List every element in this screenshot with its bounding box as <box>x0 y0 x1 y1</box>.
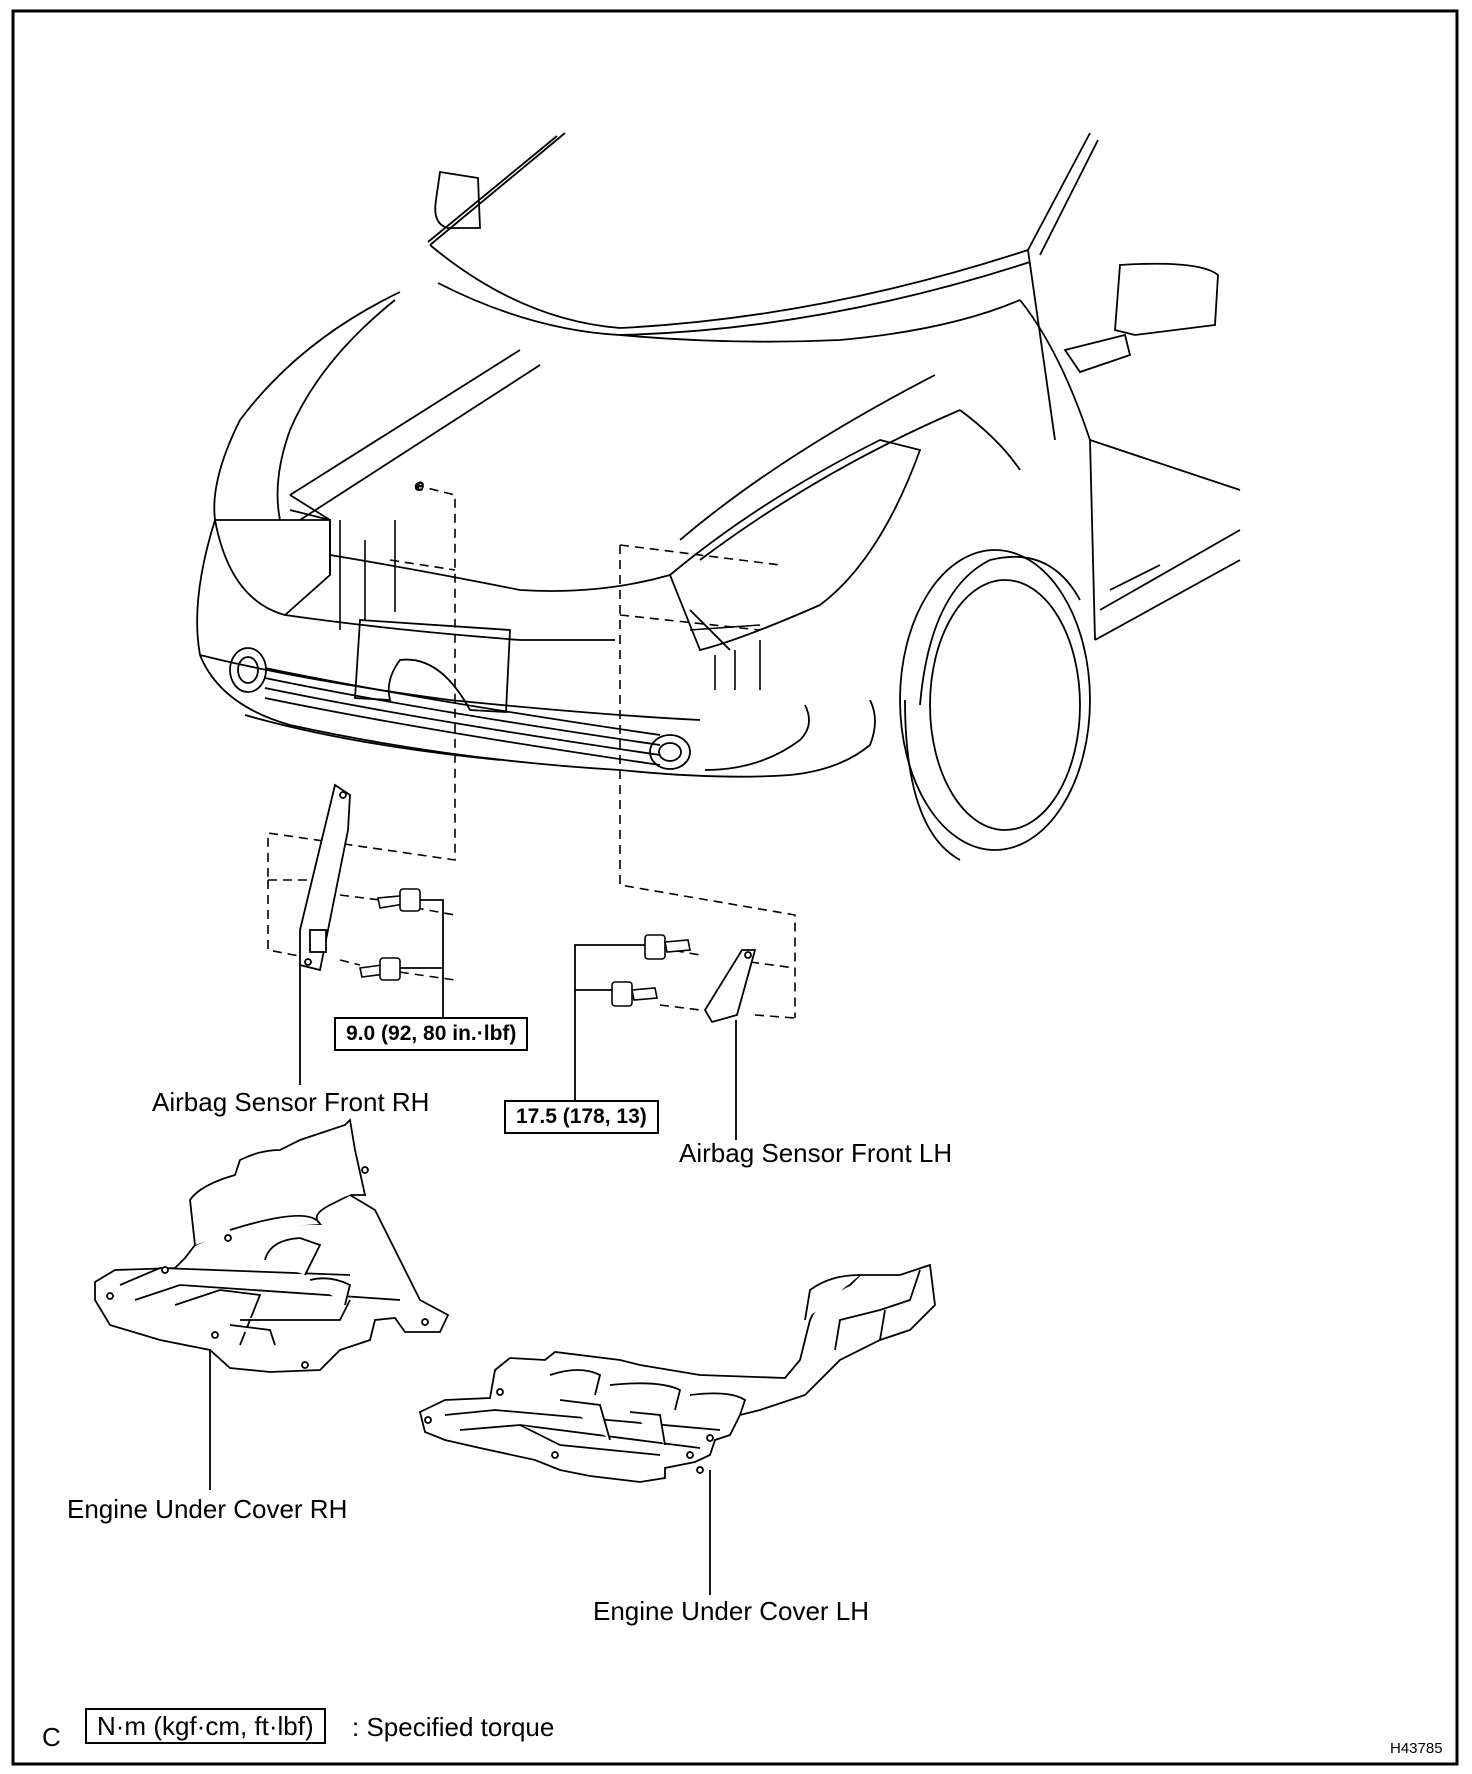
torque-spec-rh: 9.0 (92, 80 in.·lbf) <box>334 1017 529 1051</box>
label-engine-under-cover-lh: Engine Under Cover LH <box>593 1596 870 1626</box>
label-airbag-sensor-front-lh: Airbag Sensor Front LH <box>679 1138 953 1168</box>
page-frame <box>11 9 1459 1766</box>
airbag-sensor-icon <box>703 949 757 1024</box>
figure-code: H43785 <box>1390 1740 1443 1757</box>
corner-letter: C <box>42 1722 61 1752</box>
legend-torque-units: N·m (kgf·cm, ft·lbf) <box>85 1708 326 1744</box>
label-engine-under-cover-rh: Engine Under Cover RH <box>67 1494 348 1524</box>
bolt-icon <box>611 934 691 1007</box>
engine-under-cover-icon <box>94 1118 450 1373</box>
svg-text:ⅇ: ⅇ <box>415 477 424 493</box>
legend-description: : Specified torque <box>352 1712 555 1742</box>
label-airbag-sensor-front-rh: Airbag Sensor Front RH <box>152 1087 430 1117</box>
airbag-sensor-icon <box>299 783 351 972</box>
bolt-icon <box>359 888 421 981</box>
engine-under-cover-icon <box>418 1263 936 1483</box>
exploded-view-leaders <box>267 484 796 1019</box>
car-front-drawing <box>196 132 1241 861</box>
torque-spec-lh: 17.5 (178, 13) <box>504 1100 659 1134</box>
